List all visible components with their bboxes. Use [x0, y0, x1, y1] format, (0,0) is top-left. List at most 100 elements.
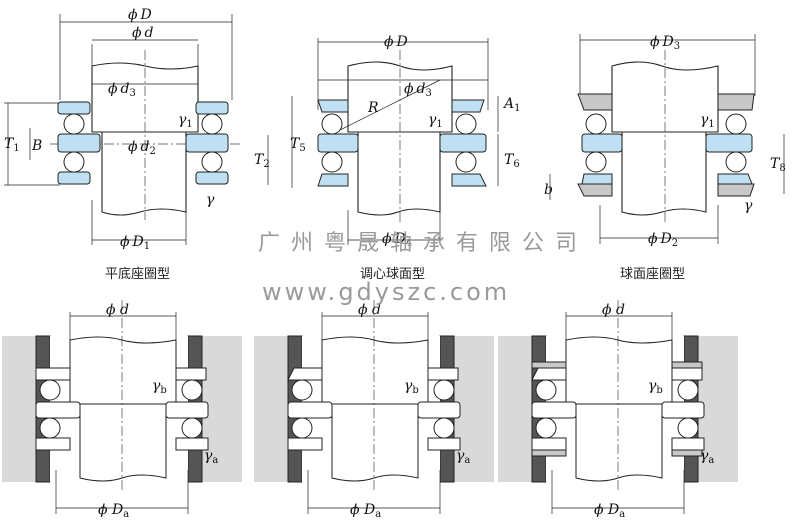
label-phi: ϕ — [382, 231, 392, 247]
washer-bottom-left — [35, 437, 71, 451]
label-T5: T — [290, 136, 301, 152]
mount-spherical: ϕ d γb γa ϕ Da — [254, 300, 494, 520]
label-phi: ϕ — [384, 34, 394, 50]
ball — [677, 379, 699, 401]
shaft-upper — [321, 336, 429, 405]
ball — [433, 379, 455, 401]
caption-spherical-seat: 球面座圈型 — [620, 267, 685, 282]
washer-mid-left — [35, 401, 81, 419]
label-rb-main: γ — [152, 378, 161, 394]
label-Da-main: ϕ D — [350, 502, 375, 518]
svg-text:ϕD: ϕD — [128, 7, 152, 23]
svg-text:ϕD2: ϕD2 — [648, 231, 678, 249]
svg-text:T1: T1 — [4, 136, 20, 154]
washer-top-left — [287, 367, 323, 381]
label-D: D — [396, 34, 408, 50]
label-phi: ϕ — [120, 234, 130, 250]
label-phi: ϕ — [648, 231, 658, 247]
label-Da-main: ϕ D — [594, 502, 619, 518]
ball — [535, 417, 557, 439]
label-T6-sub: 6 — [513, 159, 519, 170]
svg-text:ϕd: ϕd — [132, 25, 154, 41]
seat-top-right — [671, 361, 703, 369]
label-d2: d — [141, 139, 150, 155]
label-Da-sub: a — [123, 509, 129, 520]
svg-text:A1: A1 — [502, 96, 521, 114]
washer-mid-left — [531, 401, 577, 419]
shaft-upper — [69, 336, 177, 405]
label-ra: γa — [700, 448, 714, 466]
label-b: b — [544, 182, 553, 198]
label-A1: A — [502, 96, 514, 112]
label-Da: ϕ Da — [350, 502, 381, 520]
ball — [181, 417, 203, 439]
caption-spherical-self-aligning: 调心球面型 — [360, 267, 425, 282]
washer-bottom-right — [427, 437, 461, 451]
label-d-main: ϕ d — [358, 302, 381, 318]
ball — [291, 379, 313, 401]
ball — [39, 417, 61, 439]
washer-top-left — [531, 367, 567, 381]
watermark-company: 广 州 粤 晟 轴 承 有 限 公 司 — [258, 231, 579, 256]
label-R: R — [367, 100, 379, 116]
label-T8-sub: 8 — [779, 163, 785, 174]
shaft-lower — [79, 403, 167, 482]
label-D2-sub: 2 — [672, 238, 678, 249]
label-D2: D — [660, 231, 672, 247]
washer-top-right — [175, 367, 207, 381]
svg-text:γ1: γ1 — [700, 112, 715, 130]
label-rb-sub: b — [412, 385, 418, 396]
label-d3: d — [121, 81, 130, 97]
svg-text:ϕd2: ϕd2 — [128, 139, 156, 157]
label-d: d — [145, 25, 154, 41]
label-d3-sub: 3 — [130, 88, 136, 99]
ball — [535, 379, 557, 401]
svg-text:T2: T2 — [254, 152, 270, 170]
label-rb-sub: b — [656, 385, 662, 396]
label-d2-sub: 2 — [150, 146, 156, 157]
label-rb-main: γ — [404, 378, 413, 394]
svg-text:ϕD1: ϕD1 — [120, 234, 150, 252]
label-ra: γa — [204, 448, 218, 466]
label-T2-sub: 2 — [263, 159, 269, 170]
label-D1: D — [132, 234, 144, 250]
label-D3: D — [662, 34, 674, 50]
washer-top-right — [427, 367, 459, 381]
label-d: ϕ d — [358, 302, 381, 318]
label-T6: T — [504, 152, 515, 168]
label-d-main: ϕ d — [106, 302, 129, 318]
label-rb-sub: b — [160, 385, 166, 396]
label-phi: ϕ — [132, 25, 142, 41]
label-ra-main: γ — [700, 448, 709, 464]
ball — [39, 379, 61, 401]
label-r1: γ — [700, 112, 709, 128]
label-r1-sub: 1 — [186, 119, 192, 130]
ball — [433, 417, 455, 439]
washer-top-right — [671, 367, 703, 381]
label-r1-sub: 1 — [708, 119, 714, 130]
svg-text:T6: T6 — [504, 152, 520, 170]
label-rb: γb — [404, 378, 419, 396]
svg-text:T5: T5 — [290, 136, 306, 154]
svg-text:ϕD: ϕD — [384, 34, 408, 50]
washer-bottom-left — [531, 437, 567, 451]
label-D: D — [140, 7, 152, 23]
label-T1: T — [4, 136, 15, 152]
label-d-main: ϕ d — [602, 302, 625, 318]
seat-top-left — [531, 361, 567, 369]
label-phi: ϕ — [650, 34, 660, 50]
svg-text:ϕD4: ϕD4 — [382, 231, 412, 249]
svg-text:γ1: γ1 — [178, 112, 193, 130]
label-r: γ — [744, 198, 753, 214]
label-ra: γa — [456, 448, 470, 466]
ball — [291, 417, 313, 439]
ball — [677, 417, 699, 439]
label-D3-sub: 3 — [674, 41, 680, 52]
washer-mid-right — [165, 401, 209, 419]
shaft-lower — [575, 403, 663, 482]
